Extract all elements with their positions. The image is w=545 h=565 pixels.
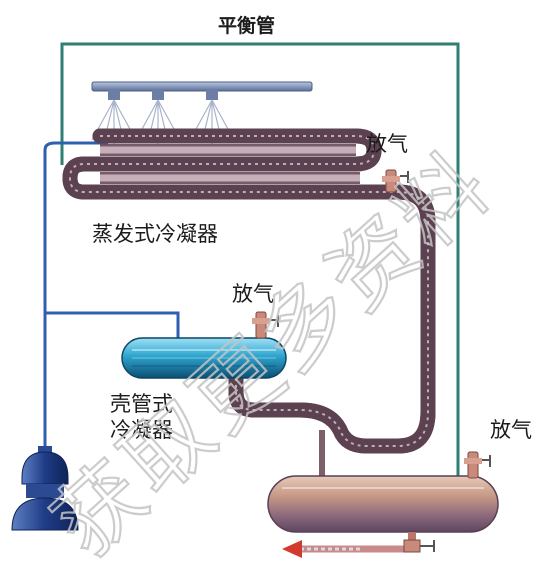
- balance-pipe: [60, 42, 460, 482]
- spray-manifold: [91, 81, 313, 144]
- vent-label-right: 放气: [490, 418, 532, 442]
- balance-pipe-label: 平衡管: [218, 15, 276, 37]
- nozzle-1: [91, 90, 137, 144]
- shell-tube-label-line2: 冷凝器: [110, 418, 173, 442]
- water-pipe: [43, 141, 180, 450]
- vent-label-top: 放气: [366, 132, 408, 156]
- vent-label-mid: 放气: [232, 282, 274, 306]
- nozzle-2: [135, 90, 181, 144]
- shell-tube-label-line1: 壳管式: [110, 392, 173, 416]
- liquid-receiver: [267, 430, 499, 533]
- evaporative-condenser-label: 蒸发式冷凝器: [92, 222, 218, 246]
- evaporative-condenser-coil: [62, 128, 436, 454]
- vent-valve-mid: [252, 311, 279, 339]
- nozzle-3: [189, 90, 235, 144]
- shell-tube-condenser: [121, 337, 287, 379]
- vent-valve-top: [382, 169, 409, 193]
- vent-valve-right: [464, 451, 491, 479]
- water-pump: [11, 446, 79, 531]
- liquid-outlet: [282, 532, 435, 558]
